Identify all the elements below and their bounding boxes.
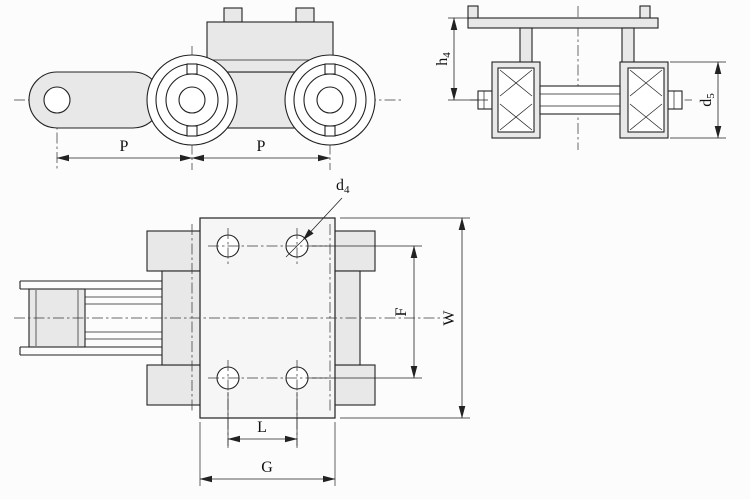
roller-section-left [491,61,541,139]
attachment-tab-right [295,7,315,23]
keyway-bottom [186,125,198,137]
roller-section-right [619,61,669,139]
dim-label-h4: h4 [434,52,453,66]
bent-attachment-straps [467,5,659,65]
attachment-tab-left [223,7,243,23]
dimension-pitch-2: P [191,138,331,162]
keyway-bottom [324,125,336,137]
dim-label-pitch-1: P [120,138,129,155]
bush-sleeve [539,85,621,115]
dimension-g: G [199,422,336,486]
dim-label-l: L [257,419,267,436]
keyway-top [324,63,336,75]
strap-leg-left [519,27,533,65]
dim-label-f: F [393,307,410,316]
pin-end-right [667,90,683,110]
dimension-w: W [340,217,470,419]
dim-label-w: W [441,310,458,326]
dim-label-g: G [261,459,273,476]
end-view: h4 d5 [434,5,726,150]
plan-view: d4 F W L G [14,177,470,486]
flanged-roller-1 [146,54,238,146]
dim-label-pitch-2: P [257,138,266,155]
dimension-h4: h4 [434,17,488,101]
dimension-pitch-1: P [56,138,193,162]
strap-leg-right [621,27,635,65]
dimension-l: L [227,392,298,446]
side-view: P P [14,7,402,170]
strap-cross-bar [467,17,659,29]
pin-hole [43,86,71,114]
dim-label-d4: d4 [336,177,350,196]
dim-label-d5: d5 [698,93,717,107]
dimension-d5: d5 [670,61,726,139]
dimension-f: F [312,245,422,379]
keyway-top [186,63,198,75]
dimension-d4-leader: d4 [285,177,350,258]
flanged-roller-2 [284,54,376,146]
